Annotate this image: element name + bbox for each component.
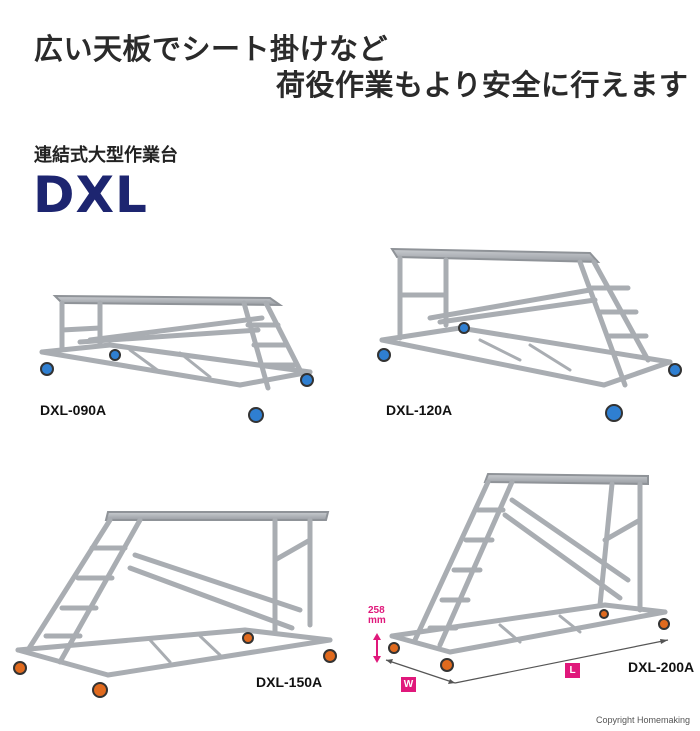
headline-line-1: 広い天板でシート掛けなど (34, 32, 389, 66)
platform-dxl-120a (377, 247, 682, 422)
platform-dxl-150a (13, 511, 337, 698)
headline-line-2: 荷役作業もより安全に行えます (276, 68, 689, 102)
platform-dxl-200a (388, 472, 670, 672)
product-category: 連結式大型作業台 (34, 145, 178, 166)
series-name: DXL (33, 166, 148, 224)
copyright-text: Copyright Homemaking (595, 715, 690, 725)
dimension-guides (373, 633, 669, 684)
height-value: 258 (368, 605, 385, 616)
height-unit: mm (368, 615, 386, 626)
model-label-dxl-150a: DXL-150A (256, 674, 323, 690)
model-label-dxl-090a: DXL-090A (40, 402, 107, 418)
model-label-dxl-120a: DXL-120A (386, 402, 453, 418)
height-dimension: 258 mm (368, 606, 386, 626)
width-badge: W (401, 677, 416, 692)
length-badge: L (565, 663, 580, 678)
model-label-dxl-200a: DXL-200A (628, 659, 695, 675)
platform-dxl-090a (39, 294, 314, 423)
